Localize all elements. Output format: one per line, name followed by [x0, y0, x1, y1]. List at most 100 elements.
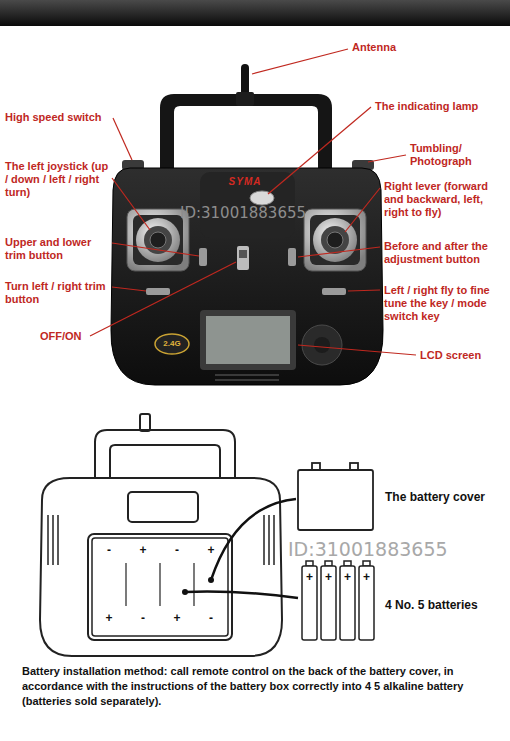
top-bar — [0, 0, 510, 26]
part-label: High speed switch — [5, 111, 111, 124]
trim-button — [288, 248, 296, 266]
trim-button — [146, 288, 170, 295]
indicating-lamp — [250, 191, 274, 205]
antenna-base — [236, 92, 254, 106]
polarity-mark: + — [170, 611, 184, 625]
battery — [302, 566, 317, 640]
pointer-dot — [182, 589, 188, 595]
pointer-line — [185, 592, 298, 598]
part-label: The battery cover — [385, 490, 505, 504]
watermark: ID:31001883655 — [180, 205, 330, 222]
band-badge — [155, 334, 189, 354]
polarity-mark: + — [323, 570, 335, 584]
vent — [215, 374, 279, 376]
polarity-mark: - — [170, 543, 184, 557]
battery — [359, 566, 374, 640]
handle-inner — [110, 445, 220, 480]
part-label: LCD screen — [420, 349, 505, 362]
polarity-mark: - — [204, 611, 218, 625]
slot-divider — [159, 563, 160, 606]
part-label: Right lever (forward and backward, left,… — [384, 180, 506, 219]
stick-dome — [136, 218, 180, 262]
leader-line — [348, 290, 380, 291]
gimbal-well — [133, 215, 183, 265]
body-outline — [40, 478, 282, 656]
grip-ridge — [52, 515, 54, 565]
part-label: The left joystick (up / down / left / ri… — [5, 160, 111, 199]
band-badge-text: 2.4G — [155, 339, 189, 349]
lcd-frame — [200, 310, 296, 370]
leader-line — [298, 345, 416, 355]
polarity-mark: + — [342, 570, 354, 584]
battery-bay-inner — [92, 538, 228, 636]
cover-plate — [298, 470, 373, 530]
part-label: Antenna — [352, 41, 432, 54]
right-joystick — [304, 209, 366, 271]
pointer-dot — [208, 577, 214, 583]
battery — [340, 566, 355, 640]
leader-line — [345, 188, 380, 232]
batteries — [302, 561, 374, 640]
leader-line — [113, 118, 132, 160]
grip-ridges — [48, 515, 274, 565]
part-label: 4 No. 5 batteries — [385, 598, 505, 612]
leader-line — [90, 262, 236, 336]
vent — [215, 379, 279, 381]
leader-line — [298, 247, 380, 257]
gimbal-frame — [304, 209, 366, 271]
polarity-mark: + — [361, 570, 373, 584]
part-label: Before and after the adjustment button — [384, 240, 506, 266]
left-joystick — [127, 209, 189, 271]
part-label: Turn left / right trim button — [5, 280, 111, 306]
mode-key-center — [314, 337, 330, 353]
leader-lines — [90, 49, 416, 355]
stick-ring — [321, 226, 349, 254]
polarity-mark: + — [304, 570, 316, 584]
polarity-mark: - — [102, 543, 116, 557]
polarity-mark: + — [204, 543, 218, 557]
part-label: OFF/ON — [40, 330, 90, 343]
trim-button — [322, 288, 346, 295]
grip-ridge — [263, 515, 265, 565]
part-label: Left / right fly to fine tune the key / … — [384, 284, 506, 323]
part-label: Tumbling/ Photograph — [410, 142, 502, 168]
brand-logo: SYMA — [220, 176, 270, 187]
mode-key — [302, 325, 342, 365]
antenna-rod — [241, 64, 249, 96]
polarity-mark: + — [136, 543, 150, 557]
polarity-mark: + — [102, 611, 116, 625]
label-window — [128, 492, 198, 522]
grip-ridge — [47, 515, 49, 565]
grip-ridge — [273, 515, 275, 565]
slot-divider — [125, 563, 126, 606]
trim-button — [199, 248, 207, 266]
gimbal-frame — [127, 209, 189, 271]
lcd-screen — [206, 316, 290, 364]
pointer-lines — [185, 499, 298, 598]
slot-divider — [193, 563, 194, 606]
handle-outline — [95, 430, 235, 480]
grip-ridge — [268, 515, 270, 565]
battery — [321, 566, 336, 640]
switch-slider — [239, 250, 247, 258]
remote-body — [111, 168, 383, 385]
polarity-mark: - — [136, 611, 150, 625]
back-view — [40, 414, 282, 656]
leader-line — [252, 49, 348, 74]
leader-line — [368, 155, 406, 162]
leader-line — [112, 243, 199, 256]
grip-ridge — [57, 515, 59, 565]
stick-top — [327, 232, 343, 248]
power-switch — [237, 246, 249, 270]
pointer-line — [211, 499, 296, 580]
battery-bay-outer — [88, 534, 232, 640]
stick-top — [150, 232, 166, 248]
part-label: Upper and lower trim button — [5, 236, 111, 262]
leader-line — [112, 178, 150, 230]
watermark: ID:31001883655 — [288, 538, 488, 560]
installation-note: Battery installation method: call remote… — [22, 664, 490, 709]
part-label: The indicating lamp — [375, 100, 505, 113]
leader-line — [268, 107, 371, 194]
leader-line — [112, 287, 146, 291]
